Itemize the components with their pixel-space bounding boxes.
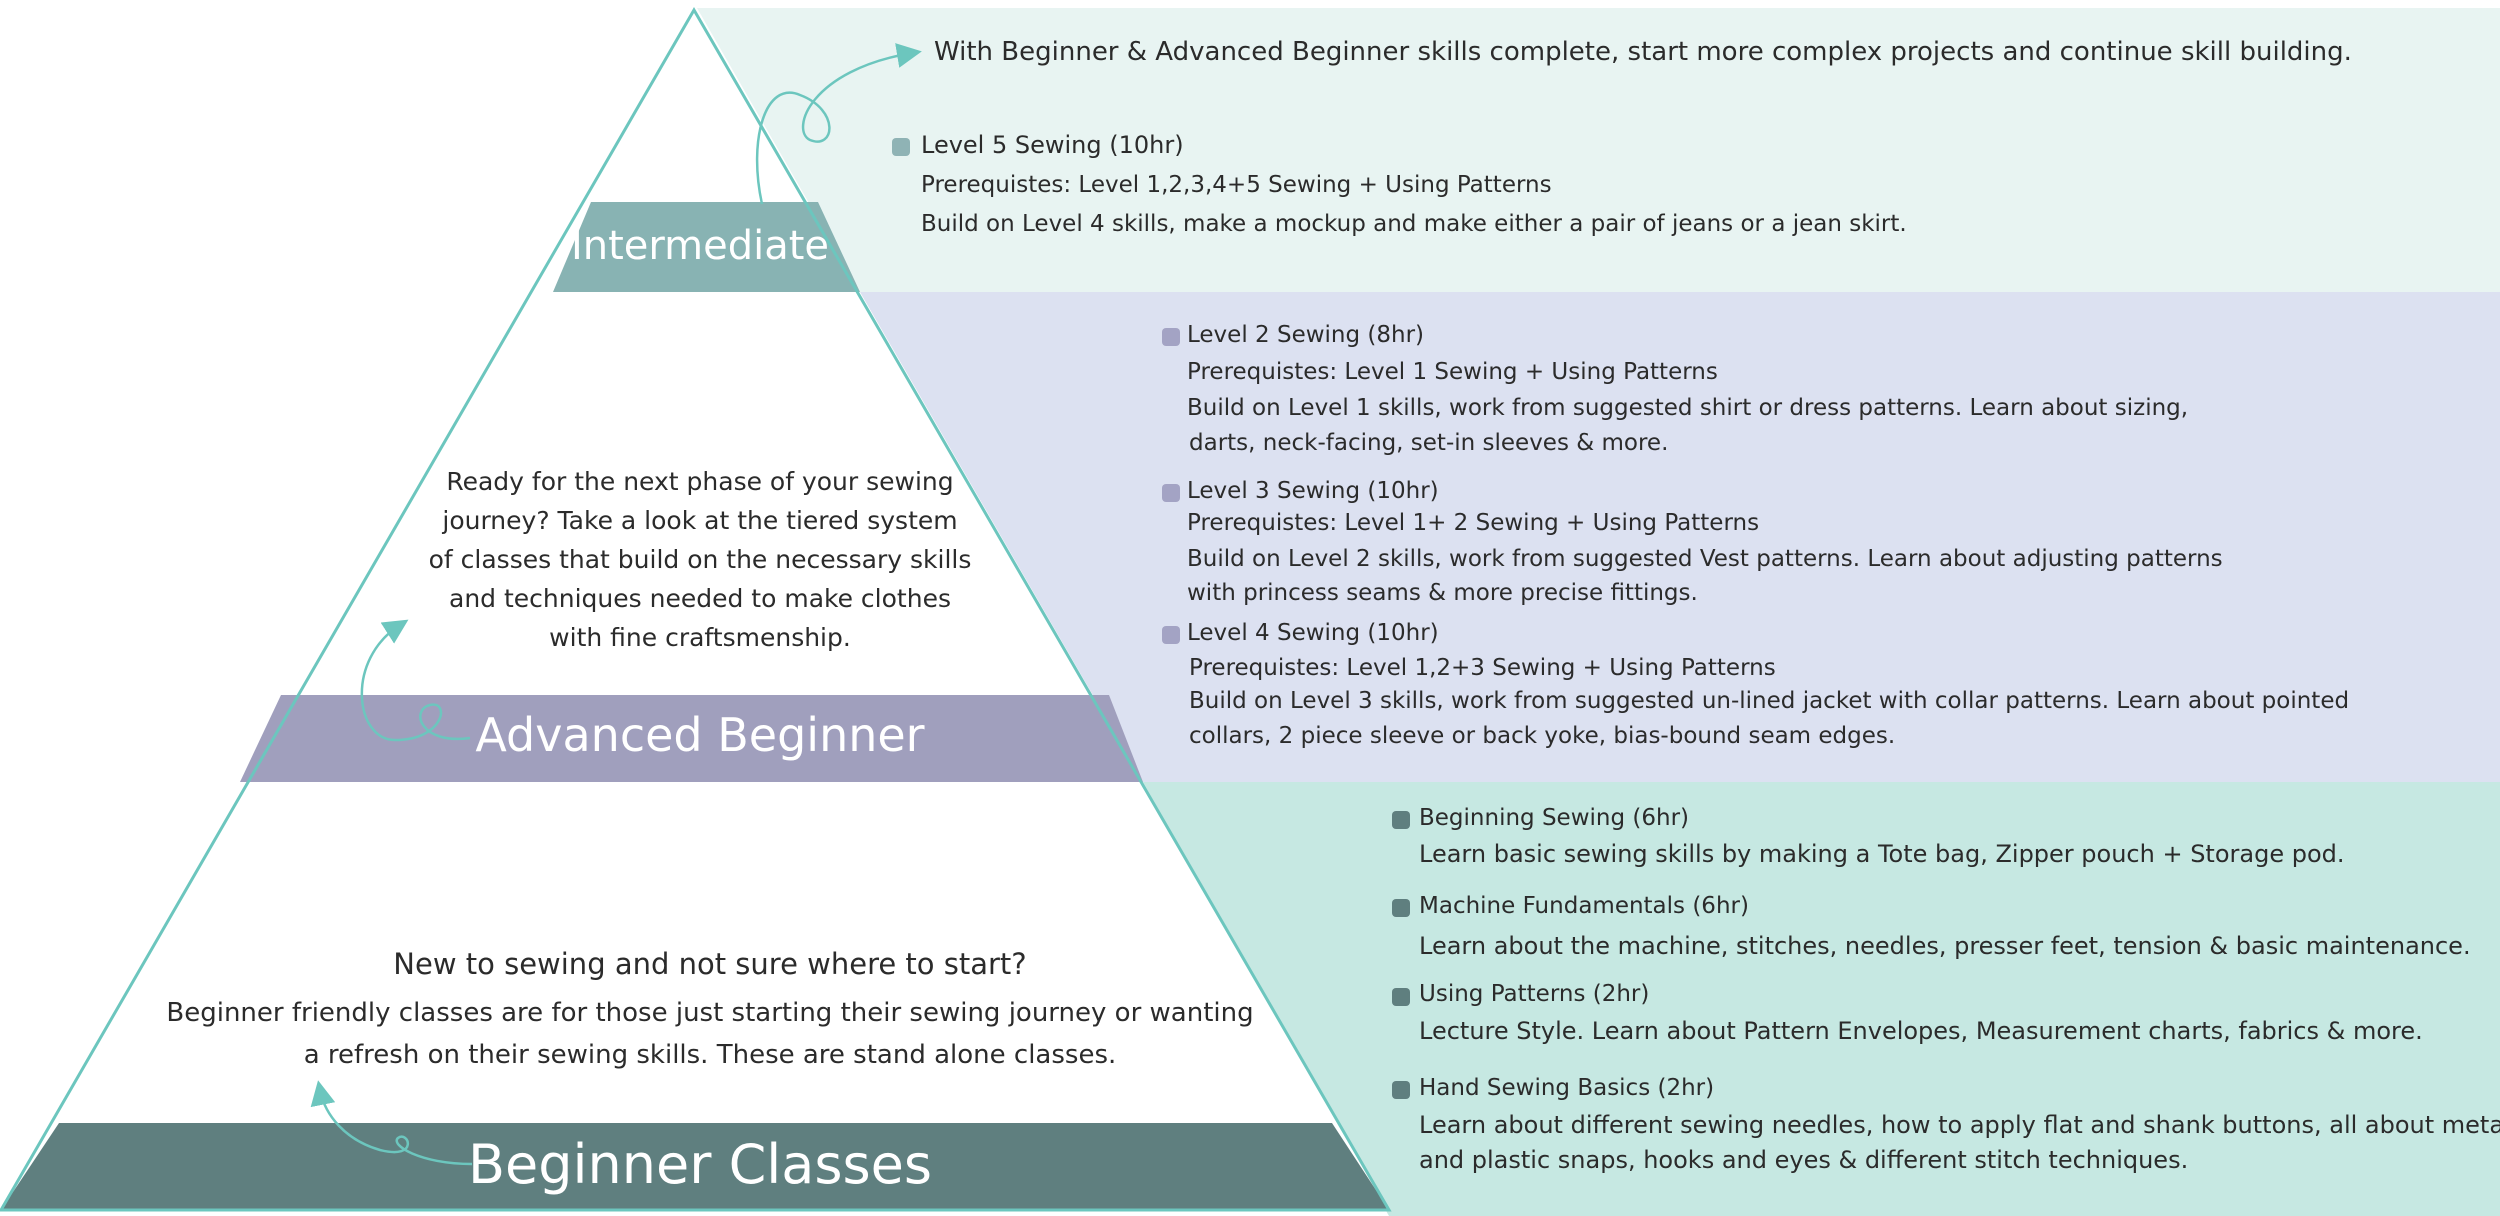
intro-line: Ready for the next phase of your sewing — [446, 467, 954, 496]
course-description: Lecture Style. Learn about Pattern Envel… — [1419, 1017, 2423, 1045]
course-description: darts, neck-facing, set-in sleeves & mor… — [1189, 430, 1669, 456]
course-description: Build on Level 2 skills, work from sugge… — [1187, 546, 2223, 572]
intermediate-panel — [697, 8, 2500, 292]
intro-line: of classes that build on the necessary s… — [428, 545, 972, 574]
course-bullet-icon — [1162, 328, 1180, 346]
course-bullet-icon — [1162, 484, 1180, 502]
beginner-heading: New to sewing and not sure where to star… — [393, 947, 1027, 981]
course-description: Build on Level 4 skills, make a mockup a… — [921, 211, 1907, 237]
intermediate-arrow — [755, 43, 922, 205]
course-title: Using Patterns (2hr) — [1419, 981, 1650, 1007]
intro-line: with fine craftsmenship. — [549, 623, 851, 652]
pyramid-body — [1, 10, 1389, 1210]
course-description: collars, 2 piece sleeve or back yoke, bi… — [1189, 723, 1896, 749]
advanced-beginner-intro: Ready for the next phase of your sewing … — [420, 462, 980, 657]
intermediate-label: Intermediate — [570, 223, 830, 269]
course-prerequisites: Prerequistes: Level 1,2+3 Sewing + Using… — [1189, 655, 1776, 681]
beginner-band — [1, 1123, 1389, 1210]
course-description: Learn basic sewing skills by making a To… — [1419, 840, 2345, 868]
beginner-arrow — [310, 1080, 473, 1166]
course-description: and plastic snaps, hooks and eyes & diff… — [1419, 1146, 2189, 1174]
intermediate-intro: With Beginner & Advanced Beginner skills… — [934, 37, 2352, 67]
course-title: Level 4 Sewing (10hr) — [1187, 620, 1439, 646]
course-title: Level 2 Sewing (8hr) — [1187, 322, 1425, 348]
course-title: Level 3 Sewing (10hr) — [1187, 478, 1439, 504]
course-bullet-icon — [892, 138, 910, 156]
course-title: Level 5 Sewing (10hr) — [921, 131, 1184, 159]
course-prerequisites: Prerequistes: Level 1,2,3,4+5 Sewing + U… — [921, 172, 1552, 198]
intermediate-band — [553, 202, 860, 292]
beginner-intro: Beginner friendly classes are for those … — [160, 992, 1260, 1076]
course-description: Build on Level 3 skills, work from sugge… — [1189, 688, 2350, 714]
course-description: with princess seams & more precise fitti… — [1187, 580, 1698, 606]
course-title: Hand Sewing Basics (2hr) — [1419, 1075, 1715, 1101]
course-prerequisites: Prerequistes: Level 1 Sewing + Using Pat… — [1187, 359, 1718, 385]
course-bullet-icon — [1392, 811, 1410, 829]
course-bullet-icon — [1392, 988, 1410, 1006]
course-title: Machine Fundamentals (6hr) — [1419, 893, 1749, 919]
course-prerequisites: Prerequistes: Level 1+ 2 Sewing + Using … — [1187, 510, 1760, 536]
intro-line: journey? Take a look at the tiered syste… — [442, 506, 958, 535]
advanced-beginner-arrow — [360, 619, 471, 742]
course-bullet-icon — [1392, 1081, 1410, 1099]
pyramid-outline — [0, 7, 1392, 1212]
intro-line: and techniques needed to make clothes — [449, 584, 951, 613]
advanced-beginner-label: Advanced Beginner — [475, 708, 925, 762]
intro-line: Beginner friendly classes are for those … — [166, 998, 1254, 1028]
beginner-panel — [1143, 782, 2500, 1216]
advanced-beginner-band — [240, 695, 1143, 782]
beginner-classes-label: Beginner Classes — [467, 1133, 932, 1196]
course-description: Build on Level 1 skills, work from sugge… — [1187, 395, 2189, 421]
course-description: Learn about different sewing needles, ho… — [1419, 1111, 2500, 1139]
course-description: Learn about the machine, stitches, needl… — [1419, 932, 2471, 960]
intro-line: a refresh on their sewing skills. These … — [303, 1040, 1117, 1070]
course-title: Beginning Sewing (6hr) — [1419, 805, 1690, 831]
course-bullet-icon — [1162, 626, 1180, 644]
course-bullet-icon — [1392, 899, 1410, 917]
advanced-beginner-panel — [860, 292, 2500, 782]
